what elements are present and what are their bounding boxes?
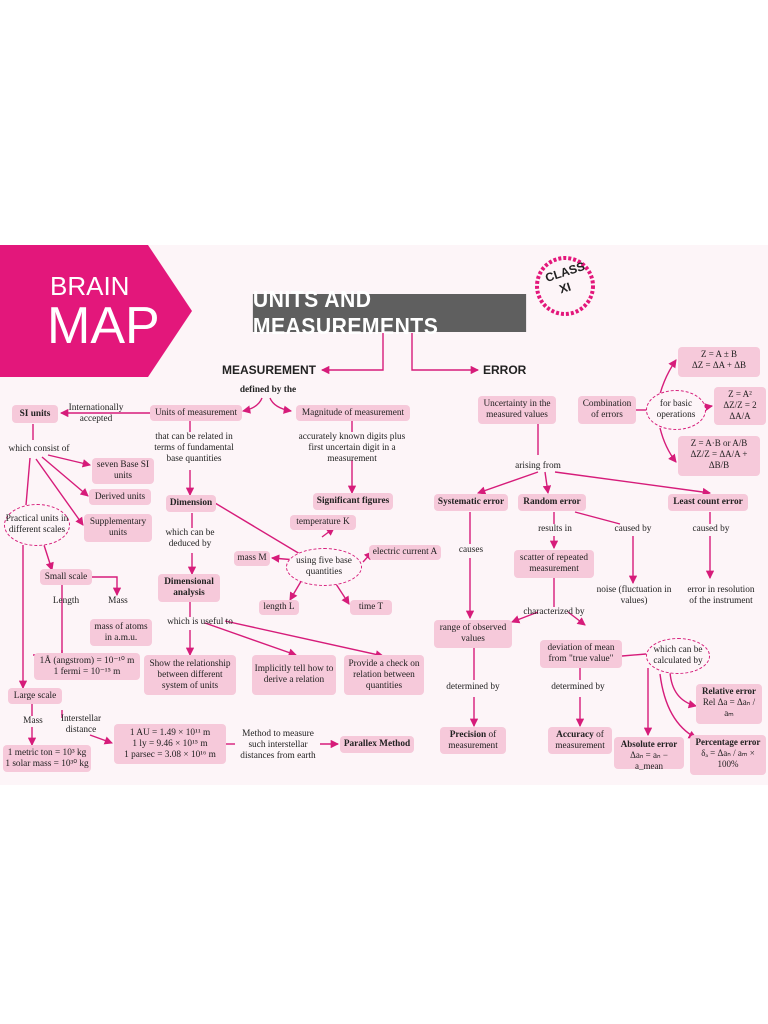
derived-units-box: Derived units xyxy=(89,489,151,505)
accuracy-keyword: Accuracy xyxy=(556,730,594,740)
magnitude-of-measurement-box: Magnitude of measurement xyxy=(296,405,410,421)
error-heading: ERROR xyxy=(483,363,527,377)
precision-keyword: Precision xyxy=(449,730,487,740)
combination-of-errors-box: Combination of errors xyxy=(578,396,636,424)
defined-by-label: defined by the xyxy=(239,385,297,395)
product-rule-line2: ΔZ/Z = ΔA/A + ΔB/B xyxy=(690,449,748,470)
useful-to-text: which is useful to xyxy=(167,617,233,627)
method-measure-text: Method to measure such interstellar dist… xyxy=(240,729,316,761)
relative-error-title: Relative error xyxy=(701,686,757,696)
dimension-box: Dimension xyxy=(166,495,216,512)
solar-mass-value: 1 solar mass = 10³⁰ kg xyxy=(5,758,89,769)
relative-error-formula: Rel Δa = Δaₙ / aₘ xyxy=(702,697,756,718)
show-relationship-box: Show the relationship between different … xyxy=(144,655,236,695)
significant-figures-box: Significant figures xyxy=(313,493,393,510)
power-rule-formula: Z = A² ΔZ/Z = 2 ΔA/A xyxy=(714,387,766,425)
accuracy-suffix: of measurement xyxy=(555,730,605,751)
atoms-amu-box: mass of atoms in a.m.u. xyxy=(90,619,152,646)
least-count-error-box: Least count error xyxy=(668,494,748,511)
uncertainty-box: Uncertainty in the measured values xyxy=(478,396,556,424)
range-observed-box: range of observed values xyxy=(434,620,512,648)
parallax-method-box: Parallex Method xyxy=(340,736,414,753)
absolute-error-formula: Δaₙ = aₙ − a_mean xyxy=(630,750,668,771)
brain-map-banner xyxy=(0,245,192,377)
random-error-box: Random error xyxy=(518,494,586,511)
ly-value: 1 ly = 9.46 × 10¹⁵ m xyxy=(132,738,208,749)
caused-by-label-random: caused by xyxy=(614,524,652,534)
noise-text: noise (fluctuation in values) xyxy=(596,585,672,606)
percentage-error-formula: δₐ = Δaₙ / aₘ × 100% xyxy=(701,748,755,769)
related-fundamental-text: that can be related in terms of fundamen… xyxy=(154,432,234,464)
scatter-box: scatter of repeated measurement xyxy=(514,550,594,578)
implicitly-derive-box: Implicitly tell how to derive a relation xyxy=(252,655,336,695)
large-mass-label: Mass xyxy=(23,716,43,726)
arising-from-label: arising from xyxy=(515,461,561,471)
small-scale-units-box: 1Å (angstrom) = 10⁻¹⁰ m 1 fermi = 10⁻¹⁵ … xyxy=(34,653,140,680)
sum-rule-line1: Z = A ± B xyxy=(700,349,738,359)
au-value: 1 AU = 1.49 × 10¹¹ m xyxy=(129,727,211,738)
metric-ton-value: 1 metric ton = 10³ kg xyxy=(7,747,87,758)
resolution-text: error in resolution of the instrument xyxy=(687,585,755,606)
which-can-be-deduced-text: which can be deduced by xyxy=(165,528,215,549)
provide-check-box: Provide a check on relation between quan… xyxy=(344,655,424,695)
electric-current-box: electric current A xyxy=(369,545,441,560)
deviation-box: deviation of mean from "true value" xyxy=(540,640,622,668)
accuracy-box: Accuracy of measurement xyxy=(548,727,612,754)
which-consist-of-label: which consist of xyxy=(8,444,70,454)
precision-box: Precision of measurement xyxy=(440,727,506,754)
product-rule-line1: Z = A·B or A/B xyxy=(690,438,748,448)
internationally-accepted-label: Internationally accepted xyxy=(68,403,124,424)
length-label: Length xyxy=(52,596,80,606)
sum-rule-line2: ΔZ = ΔA + ΔB xyxy=(691,360,747,370)
precision-suffix: of measurement xyxy=(448,730,498,751)
supplementary-units-box: Supplementary units xyxy=(84,514,152,542)
practical-units-bubble: Practical units in different scales xyxy=(4,504,70,546)
results-in-label: results in xyxy=(538,524,572,534)
determined-by-label-1: determined by xyxy=(446,682,500,692)
sum-rule-formula: Z = A ± B ΔZ = ΔA + ΔB xyxy=(678,347,760,377)
seven-base-si-units-box: seven Base SI units xyxy=(92,458,154,484)
si-units-box: SI units xyxy=(12,405,58,423)
power-rule-line2: ΔZ/Z = 2 ΔA/A xyxy=(723,400,757,421)
temperature-box: temperature K xyxy=(290,515,356,530)
large-mass-units-box: 1 metric ton = 10³ kg 1 solar mass = 10³… xyxy=(3,745,91,772)
absolute-error-box: Absolute error Δaₙ = aₙ − a_mean xyxy=(614,737,684,771)
map-label: MAP xyxy=(47,297,160,355)
systematic-error-box: Systematic error xyxy=(434,494,508,511)
percentage-error-box: Percentage error δₐ = Δaₙ / aₘ × 100% xyxy=(690,735,766,775)
units-of-measurement-box: Units of measurement xyxy=(150,405,242,421)
mass-label: Mass xyxy=(108,596,128,606)
astronomical-units-box: 1 AU = 1.49 × 10¹¹ m 1 ly = 9.46 × 10¹⁵ … xyxy=(114,724,226,764)
parsec-value: 1 parsec = 3.08 × 10¹⁶ m xyxy=(124,749,216,760)
brain-label: BRAIN xyxy=(50,271,130,301)
angstrom-value: 1Å (angstrom) = 10⁻¹⁰ m xyxy=(39,655,135,666)
causes-label: causes xyxy=(458,545,484,555)
absolute-error-title: Absolute error xyxy=(620,739,678,749)
calculated-by-bubble: which can be calculated by xyxy=(646,638,710,674)
class-badge-icon xyxy=(535,256,595,316)
product-rule-formula: Z = A·B or A/B ΔZ/Z = ΔA/A + ΔB/B xyxy=(678,436,760,476)
power-rule-line1: Z = A² xyxy=(728,389,752,399)
caused-by-label-least: caused by xyxy=(692,524,730,534)
relative-error-box: Relative error Rel Δa = Δaₙ / aₘ xyxy=(696,684,762,724)
basic-operations-bubble: for basic operations xyxy=(646,390,706,430)
length-l-box: length L xyxy=(259,600,299,615)
interstellar-distance-label: Interstellar distance xyxy=(60,714,102,735)
dimensional-analysis-box: Dimensional analysis xyxy=(158,574,220,602)
determined-by-label-2: determined by xyxy=(551,682,605,692)
fermi-value: 1 fermi = 10⁻¹⁵ m xyxy=(53,666,121,677)
percentage-error-title: Percentage error xyxy=(695,737,761,747)
measurement-heading: MEASUREMENT xyxy=(222,363,317,377)
known-digits-text: accurately known digits plus first uncer… xyxy=(298,432,406,464)
five-base-quantities-bubble: using five base quantities xyxy=(286,548,362,586)
characterized-by-label: characterized by xyxy=(523,607,585,617)
time-t-box: time T xyxy=(350,600,392,615)
small-scale-box: Small scale xyxy=(40,569,92,585)
large-scale-box: Large scale xyxy=(8,688,62,704)
mass-m-box: mass M xyxy=(234,551,270,566)
